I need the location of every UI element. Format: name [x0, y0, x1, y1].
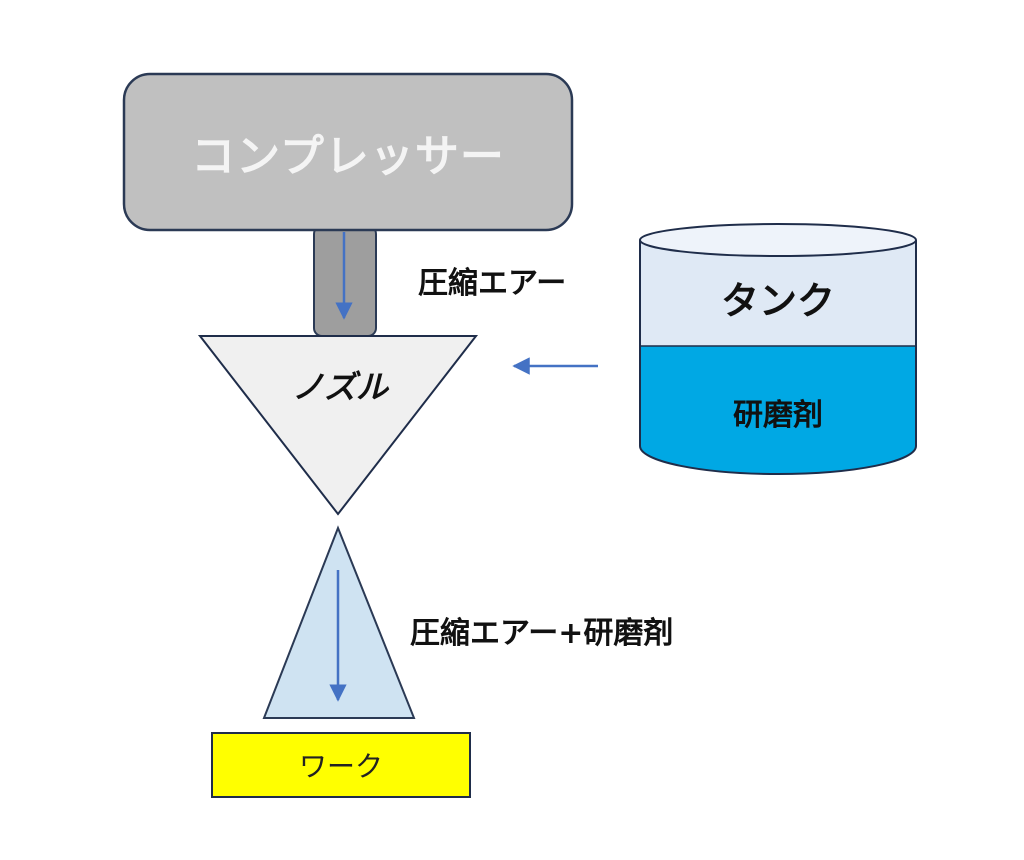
- tank-upper-section: [640, 240, 916, 346]
- work-label: ワーク: [298, 750, 383, 783]
- compressor-box: [122, 72, 574, 232]
- work-box: [211, 732, 471, 798]
- air-flow-label: 圧縮エアー: [418, 266, 567, 301]
- tank: [639, 223, 917, 475]
- tank-top: [639, 223, 917, 257]
- compressor-label: コンプレッサー: [191, 131, 505, 182]
- nozzle-label: ノズル: [292, 368, 389, 406]
- mixed-flow-label: 圧縮エアー+研磨剤: [410, 616, 674, 651]
- tank-label: タンク: [720, 279, 835, 323]
- nozzle-shape: [197, 335, 479, 516]
- abrasive-label: 研磨剤: [733, 398, 823, 433]
